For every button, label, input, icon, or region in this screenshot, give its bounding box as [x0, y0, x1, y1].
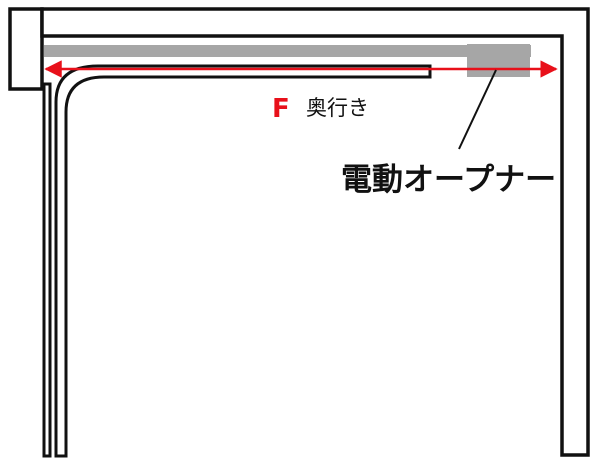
left-header-block — [8, 7, 44, 91]
door-vertical-leaf — [42, 82, 52, 458]
building-frame — [8, 7, 590, 457]
door-curved-track — [54, 64, 432, 458]
opener-leader-line — [458, 69, 497, 150]
dimension-letter: F — [272, 94, 290, 124]
opener-label: 電動オープナー — [341, 162, 556, 198]
opener-unit — [467, 44, 530, 77]
ceiling-and-right-wall — [40, 7, 590, 457]
dimension-label: 奥行き — [306, 96, 369, 120]
overhead-rail — [44, 45, 531, 57]
door-panel — [42, 64, 432, 458]
